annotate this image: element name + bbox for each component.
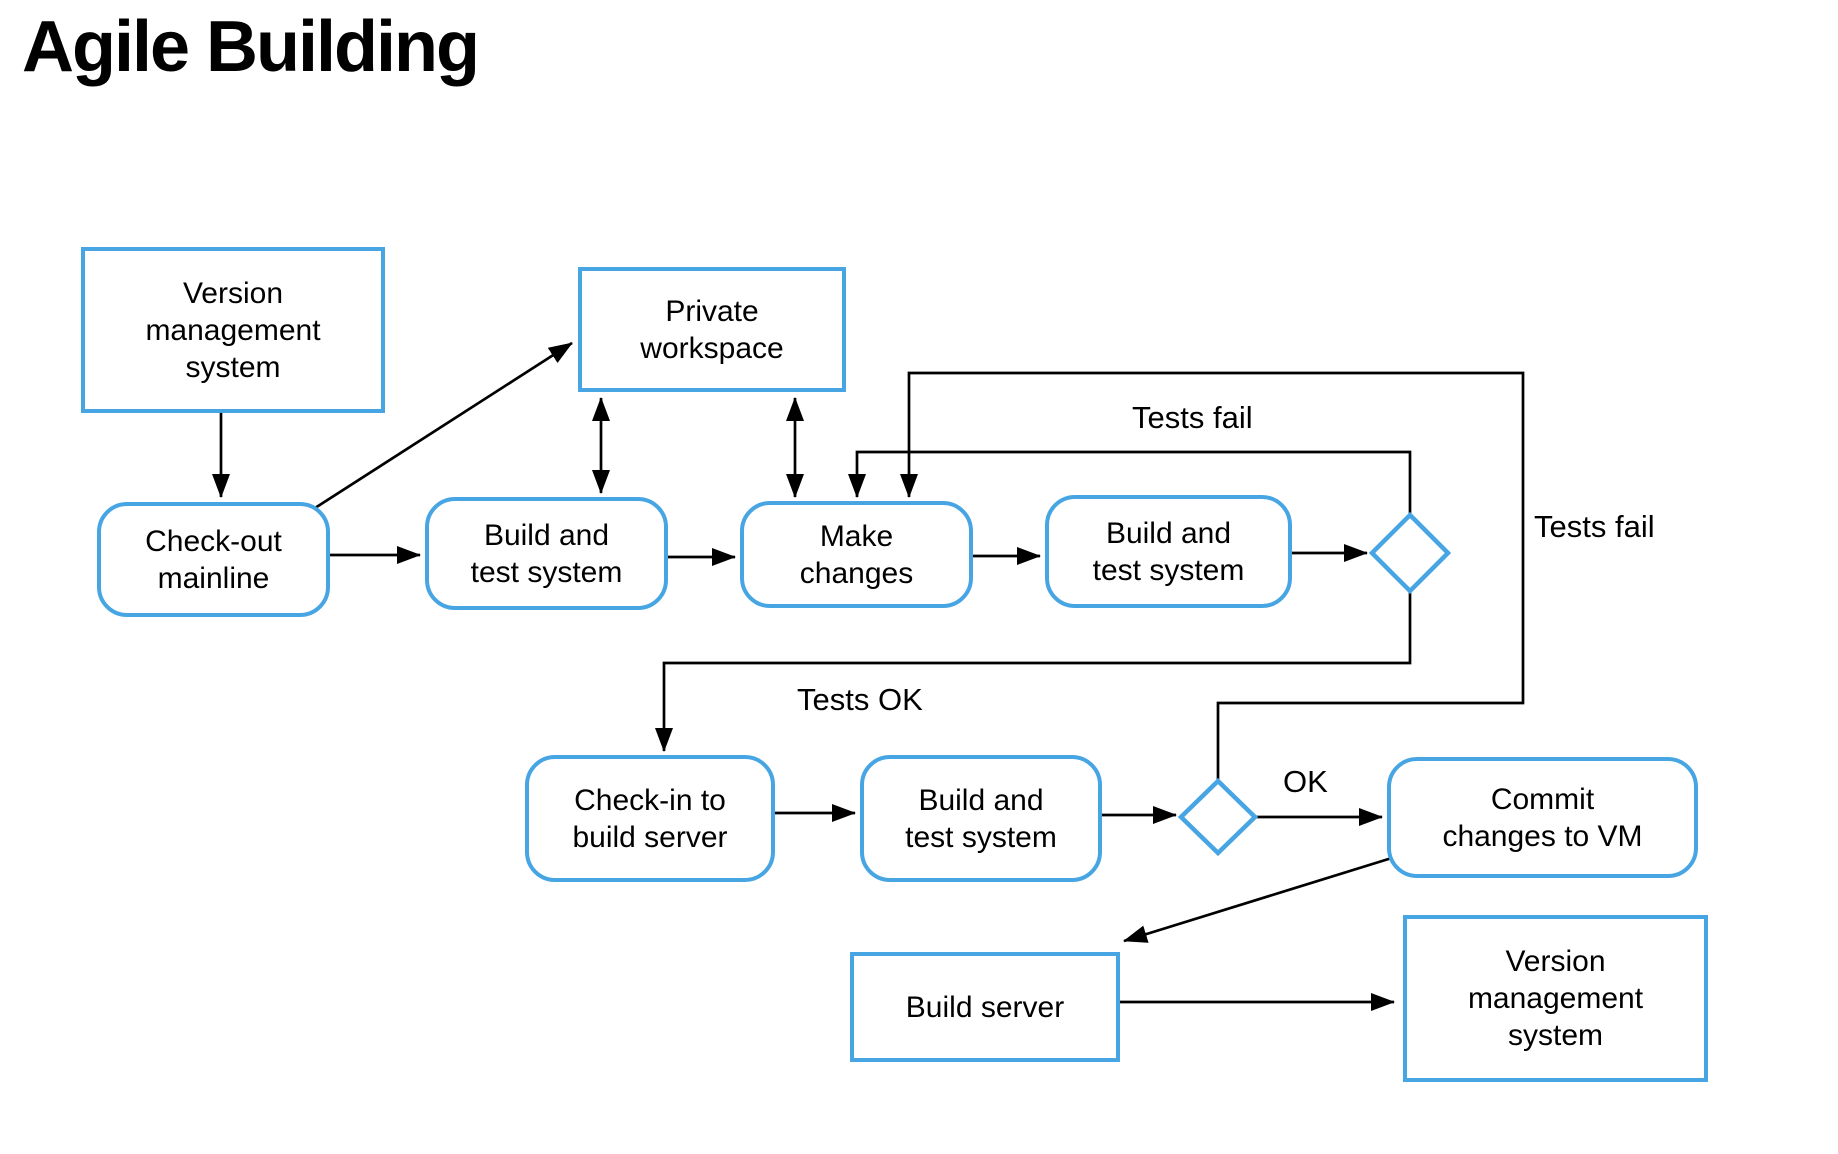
arrow-checkout-to-private-workspace <box>314 341 573 510</box>
node-checkout-mainline: Check-out mainline <box>97 502 330 617</box>
node-label-line: management <box>145 313 321 347</box>
arrow-testsfail-inner-loop <box>848 450 1412 515</box>
node-label-line: Check-in to <box>574 783 726 817</box>
node-build-test-system-2: Build and test system <box>1045 495 1292 608</box>
node-label-line: Private <box>665 294 759 328</box>
node-version-management-system-bottom: Version management system <box>1403 915 1708 1082</box>
node-label-line: management <box>1467 982 1644 1015</box>
node-label-line: system <box>185 350 281 384</box>
diagram-title: Agile Building <box>22 7 480 87</box>
node-version-management-system-top: Version management system <box>81 247 385 413</box>
node-build-test-system-3: Build and test system <box>860 755 1102 882</box>
node-label-line: mainline <box>157 561 270 595</box>
node-label-line: test system <box>1092 553 1245 587</box>
decision-diamond-tests-1 <box>1368 511 1452 595</box>
node-label-line: Build and <box>918 783 1044 817</box>
node-label-line: Version <box>1505 945 1606 978</box>
edge-label-tests-ok: Tests OK <box>797 682 923 717</box>
node-label-line: Build and <box>1105 516 1232 550</box>
node-label-line: changes <box>799 556 914 590</box>
node-private-workspace: Private workspace <box>578 267 846 392</box>
node-checkin-to-build-server: Check-in to build server <box>525 755 775 882</box>
arrow-commit-to-buildserver <box>1123 855 1396 943</box>
node-label-line: workspace <box>640 331 784 365</box>
node-label-line: build server <box>572 820 728 854</box>
node-label-line: Make <box>819 519 894 553</box>
node-label-line: Build server <box>905 990 1065 1024</box>
decision-diamond-tests-2 <box>1177 777 1259 857</box>
node-make-changes: Make changes <box>740 501 973 608</box>
node-build-test-system-1: Build and test system <box>425 497 668 610</box>
node-label-line: changes to VM <box>1442 819 1643 853</box>
arrow-testsok-to-checkin <box>655 591 1412 752</box>
node-label-line: system <box>1507 1019 1603 1052</box>
node-label-line: Check-out <box>145 524 282 558</box>
node-label-line: test system <box>470 555 623 589</box>
edge-label-ok: OK <box>1283 764 1328 799</box>
node-label-line: Version <box>182 276 284 310</box>
node-label-line: Build and <box>483 518 610 552</box>
edge-label-tests-fail-inner: Tests fail <box>1132 400 1253 435</box>
arrow-testsfail-outer-loop <box>900 371 1525 781</box>
node-label-line: test system <box>905 820 1057 854</box>
node-label-line: Commit <box>1490 782 1595 816</box>
node-build-server: Build server <box>850 952 1120 1062</box>
node-commit-changes-to-vm: Commit changes to VM <box>1387 757 1698 878</box>
edge-label-tests-fail-outer: Tests fail <box>1534 509 1655 544</box>
